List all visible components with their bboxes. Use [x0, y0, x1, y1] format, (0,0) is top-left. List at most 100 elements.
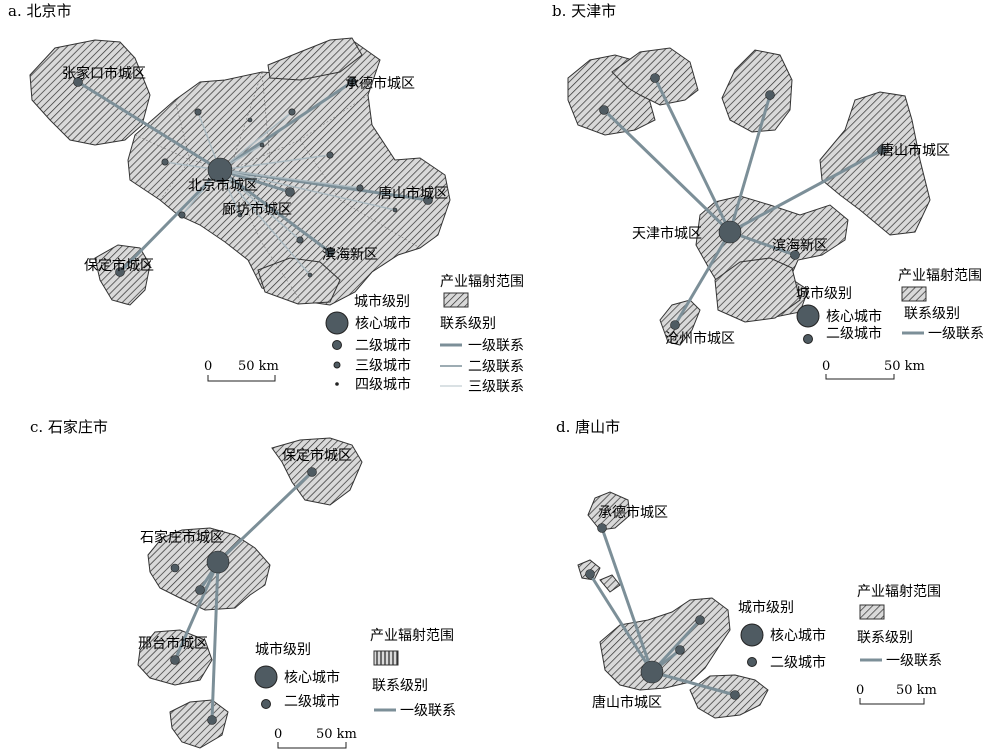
legend-a-radiation-swatch — [443, 292, 469, 308]
panel-d-links — [588, 527, 736, 697]
link-a-minor — [219, 169, 311, 276]
label-a-chengde: 承德市城区 — [345, 75, 415, 92]
scale-d-bar — [859, 698, 925, 705]
region-chengde-north — [267, 37, 363, 81]
node-d-level2 — [597, 523, 607, 533]
legend-d-link-title: 联系级别 — [857, 630, 913, 646]
region-c-baoding — [271, 437, 363, 506]
panel-a-title: a. 北京市 — [8, 2, 71, 20]
legend-a-level4-text: 四级城市 — [355, 376, 411, 393]
panel-b-scale: 0 50 km — [822, 359, 925, 380]
legend-a-link-title: 联系级别 — [440, 316, 496, 332]
legend-b-core-text: 核心城市 — [826, 308, 882, 325]
node-a-level2 — [423, 195, 433, 205]
label-b-tangshan: 唐山市城区 — [880, 142, 950, 159]
node-a-level3 — [288, 108, 296, 116]
legend-c-radiation-swatch — [373, 650, 399, 666]
legend-a-level2-text: 二级城市 — [355, 337, 411, 354]
region-d-small2 — [599, 574, 621, 593]
legend-d-city-level-title: 城市级别 — [738, 599, 794, 616]
panel-a-minor-links — [164, 111, 396, 276]
panel-a-district-lines — [134, 71, 421, 301]
node-a-level3 — [326, 151, 334, 159]
node-b-level2 — [790, 250, 800, 260]
panel-c-title: c. 石家庄市 — [30, 418, 108, 436]
node-b-level2 — [670, 320, 680, 330]
link-a-baoding — [118, 168, 222, 274]
link-c-2 — [173, 561, 220, 661]
legend-c-level2-symbol — [261, 699, 271, 709]
legend-d-level2-text: 二级城市 — [770, 654, 826, 671]
node-b-level2 — [877, 145, 887, 155]
region-b-lower — [714, 257, 801, 323]
panel-b-regions — [567, 47, 931, 346]
node-a-level3 — [161, 158, 169, 166]
legend-c-city-level-title: 城市级别 — [255, 641, 311, 658]
region-b-tangshan — [819, 91, 931, 236]
node-c-level2 — [170, 655, 180, 665]
scale-b-zero: 0 — [822, 359, 830, 374]
panel-a: a. 北京市 — [8, 2, 524, 395]
legend-b-link-title: 联系级别 — [904, 306, 960, 322]
node-b-level2 — [599, 105, 609, 115]
region-b-chengde — [721, 49, 793, 133]
scale-c-bar — [277, 742, 347, 749]
label-b-binhai: 滨海新区 — [772, 238, 828, 254]
panel-a-scale: 0 50 km — [204, 359, 279, 382]
panel-b-legend: 产业辐射范围 城市级别 联系级别 核心城市 二级城市 一级联系 — [796, 267, 984, 344]
legend-d-core-text: 核心城市 — [770, 627, 826, 644]
panel-b-labels: 唐山市城区 天津市城区 滨海新区 沧州市城区 — [632, 142, 950, 347]
region-c-shijiazhuang — [147, 527, 271, 611]
node-d-level2 — [675, 645, 685, 655]
panel-b-title: b. 天津市 — [552, 2, 616, 20]
legend-a-level3-text: 三级城市 — [355, 357, 411, 374]
node-a-level4 — [307, 272, 313, 278]
panel-b: b. 天津市 唐山市城区 — [552, 2, 984, 380]
scale-d-dist: 50 km — [896, 683, 937, 698]
legend-b-core-symbol — [796, 304, 820, 328]
legend-d-link1-text: 一级联系 — [886, 653, 942, 669]
label-c-shijiazhuang: 石家庄市城区 — [140, 529, 224, 546]
legend-c-core-symbol — [254, 665, 278, 689]
scale-a-bar — [207, 375, 276, 382]
node-a-core-beijing — [207, 157, 233, 183]
node-d-level2 — [730, 690, 740, 700]
legend-a-link3-text: 三级联系 — [468, 379, 524, 395]
legend-a-link1-text: 一级联系 — [468, 338, 524, 354]
panel-c-scale: 0 50 km — [274, 727, 357, 749]
node-d-core-tangshan — [640, 660, 664, 684]
panel-c-labels: 保定市城区 石家庄市城区 邢台市城区 — [138, 447, 352, 652]
legend-a-level3-symbol — [333, 361, 341, 369]
node-b-core-tianjin — [718, 220, 742, 244]
legend-b-link1-text: 一级联系 — [928, 326, 984, 342]
legend-a-core-symbol — [325, 311, 349, 335]
panel-d-title: d. 唐山市 — [556, 418, 620, 436]
node-c-level2 — [195, 585, 205, 595]
region-c-south — [169, 699, 229, 749]
panel-a-labels: 张家口市城区 承德市城区 北京市城区 唐山市城区 廊坊市城区 滨海新区 保定市城… — [62, 65, 448, 274]
label-c-baoding: 保定市城区 — [282, 447, 352, 464]
label-a-binhai: 滨海新区 — [322, 247, 378, 263]
link-c-3 — [210, 561, 220, 721]
legend-a-link2-text: 二级联系 — [468, 359, 524, 375]
panel-a-legend: 产业辐射范围 城市级别 核心城市 二级城市 三级城市 四级城市 联系级别 一级联… — [325, 273, 524, 395]
legend-d-core-symbol — [740, 623, 764, 647]
scale-d-zero: 0 — [856, 683, 864, 698]
node-a-level2 — [73, 77, 83, 87]
link-b-3 — [728, 94, 772, 233]
legend-a-level2-symbol — [332, 340, 342, 350]
panel-a-regions — [29, 37, 451, 306]
legend-b-radiation-title: 产业辐射范围 — [898, 267, 982, 284]
legend-c-radiation-title: 产业辐射范围 — [370, 627, 454, 644]
node-b-level2 — [650, 73, 660, 83]
node-a-level4 — [237, 212, 243, 218]
node-a-level4 — [392, 207, 398, 213]
label-a-langfang: 廊坊市城区 — [222, 201, 292, 218]
link-c-1 — [216, 470, 314, 564]
panel-a-nodes — [73, 77, 433, 278]
node-c-level2 — [170, 563, 180, 573]
node-a-level3 — [178, 211, 186, 219]
link-a-binhai — [219, 168, 331, 254]
scale-c-dist: 50 km — [316, 727, 357, 742]
node-a-level3 — [194, 108, 202, 116]
